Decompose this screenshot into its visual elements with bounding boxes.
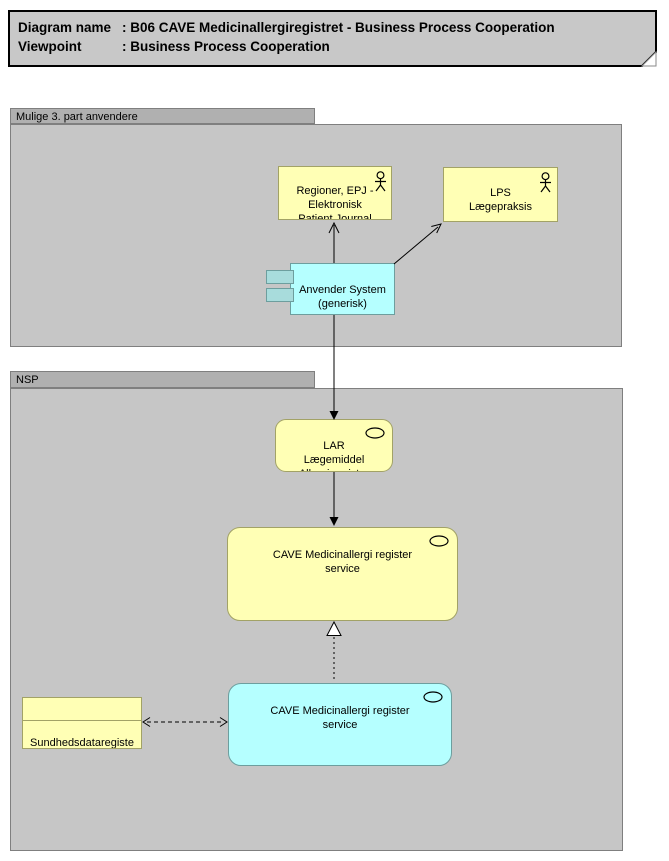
node-lps-label: LPS Lægepraksis [469,187,532,213]
node-regioner-epj-label: Regioner, EPJ - Elektronisk Patient Jour… [296,185,374,220]
node-anvender-system[interactable]: Anvender System (generisk) [290,263,395,315]
group-nsp-tab[interactable]: NSP [10,371,315,388]
node-sundhedsdataregister[interactable]: Sundhedsdataregiste r: CAVE medicinaller… [22,697,142,749]
node-regioner-epj[interactable]: Regioner, EPJ - Elektronisk Patient Jour… [278,166,392,220]
node-cave-register-service-impl-label: CAVE Medicinallergi register service [270,705,410,731]
node-cave-register-service-impl[interactable]: CAVE Medicinallergi register service [228,683,452,766]
node-sundhedsdataregister-label: Sundhedsdataregiste r: CAVE medicinaller… [30,737,134,749]
title-row-label: Viewpoint [18,39,82,54]
title-row: Viewpoint : Business Process Cooperation [18,37,658,56]
group-mulige-label: Mulige 3. part anvendere [16,111,138,123]
diagram-title: Diagram name : B06 CAVE Medicinallergire… [8,10,658,68]
application-service-icon [429,535,449,547]
node-cave-register-service[interactable]: CAVE Medicinallergi register service [227,527,458,621]
component-icon [266,270,294,284]
node-anvender-system-label: Anvender System (generisk) [299,284,386,310]
folded-corner-icon [640,50,657,67]
business-object-band [23,712,141,721]
business-actor-icon [375,171,386,192]
group-nsp-label: NSP [16,374,39,386]
title-row-value: : B06 CAVE Medicinallergiregistret - Bus… [122,20,555,35]
title-row: Diagram name : B06 CAVE Medicinallergire… [18,18,658,37]
title-row-label: Diagram name [18,20,112,35]
application-service-icon [423,691,443,703]
title-box-shape [8,10,657,67]
node-cave-register-service-label: CAVE Medicinallergi register service [272,549,413,575]
group-mulige-tab[interactable]: Mulige 3. part anvendere [10,108,315,124]
title-row-value: : Business Process Cooperation [122,39,330,54]
business-actor-icon [540,172,551,193]
component-icon [266,288,294,302]
node-lar-service[interactable]: LAR Lægemiddel Allergi register [275,419,393,472]
node-lps[interactable]: LPS Lægepraksis [443,167,558,222]
application-service-icon [365,427,385,439]
node-lar-service-label: LAR Lægemiddel Allergi register [299,440,369,471]
